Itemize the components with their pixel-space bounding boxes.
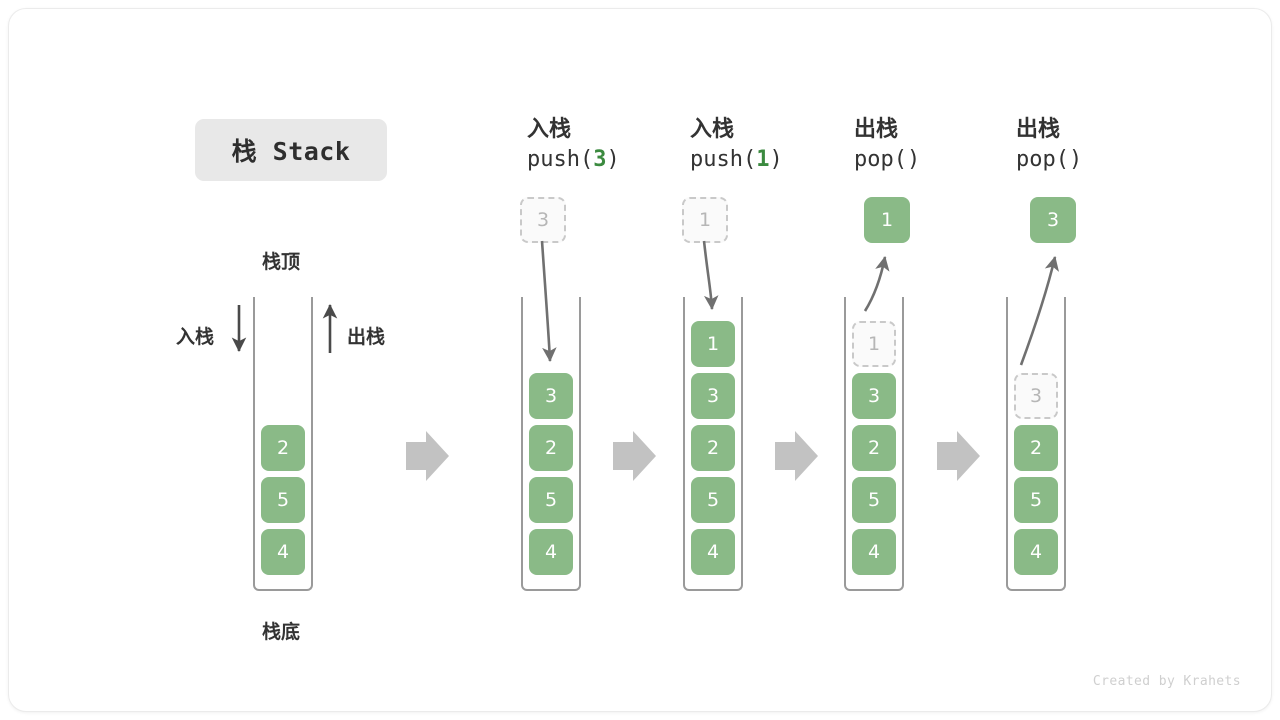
stack-cell: 5	[852, 477, 896, 523]
caption-pop-3: 出栈 pop()	[1016, 115, 1206, 175]
stack-cell: 3	[691, 373, 735, 419]
caption-push-1-arg: 1	[756, 146, 770, 172]
stack-cell: 5	[529, 477, 573, 523]
caption-pop-1-code: pop()	[854, 146, 921, 172]
stack-cell: 4	[261, 529, 305, 575]
stack-cell: 1	[691, 321, 735, 367]
float-cell-pop-3: 3	[1030, 197, 1076, 243]
stack-column-push-3	[521, 297, 581, 591]
stack-cell: 4	[529, 529, 573, 575]
footer-credit: Created by Krahets	[1092, 674, 1241, 689]
title-label: 栈 Stack	[231, 137, 351, 166]
stack-column-pop-3	[1006, 297, 1066, 591]
stack-cell: 2	[691, 425, 735, 471]
diagram-card: 栈 Stack 入栈 push(3) 入栈 push(1) 出栈 pop() 出…	[8, 8, 1272, 712]
caption-push-3-arg: 3	[593, 146, 607, 172]
transition-arrow	[613, 431, 656, 481]
float-cell-push-1: 1	[682, 197, 728, 243]
caption-pop-3-code: pop()	[1016, 146, 1083, 172]
push-side-label: 入栈	[176, 326, 215, 348]
caption-push-3: 入栈 push(3)	[527, 115, 717, 175]
float-cell-pop-1: 1	[864, 197, 910, 243]
stack-cell: 2	[261, 425, 305, 471]
transition-arrow	[406, 431, 449, 481]
stack-cell-removing: 3	[1014, 373, 1058, 419]
caption-push-1-code: push(1)	[690, 146, 783, 172]
float-cell-push-3: 3	[520, 197, 566, 243]
stack-cell: 2	[1014, 425, 1058, 471]
caption-pop-3-cn: 出栈	[1016, 117, 1061, 142]
stack-cell: 4	[1014, 529, 1058, 575]
stack-cell: 5	[261, 477, 305, 523]
caption-pop-1: 出栈 pop()	[854, 115, 1044, 175]
transition-arrow	[937, 431, 980, 481]
stack-cell: 3	[529, 373, 573, 419]
stack-cell: 4	[691, 529, 735, 575]
stack-bottom-label: 栈底	[262, 621, 301, 643]
stack-cell: 4	[852, 529, 896, 575]
stack-column-initial	[253, 297, 313, 591]
stack-cell: 3	[852, 373, 896, 419]
caption-push-1-cn: 入栈	[690, 117, 735, 142]
stack-cell: 2	[529, 425, 573, 471]
caption-push-1: 入栈 push(1)	[690, 115, 880, 175]
title-chip: 栈 Stack	[195, 119, 387, 181]
stack-top-label: 栈顶	[262, 251, 301, 273]
stack-cell: 2	[852, 425, 896, 471]
pop-side-label: 出栈	[347, 326, 386, 348]
caption-pop-1-cn: 出栈	[854, 117, 899, 142]
stack-column-push-1	[683, 297, 743, 591]
stack-cell: 5	[1014, 477, 1058, 523]
caption-push-3-cn: 入栈	[527, 117, 572, 142]
stack-cell-removing: 1	[852, 321, 896, 367]
stack-cell: 5	[691, 477, 735, 523]
stack-column-pop-1	[844, 297, 904, 591]
transition-arrow	[775, 431, 818, 481]
caption-push-3-code: push(3)	[527, 146, 620, 172]
